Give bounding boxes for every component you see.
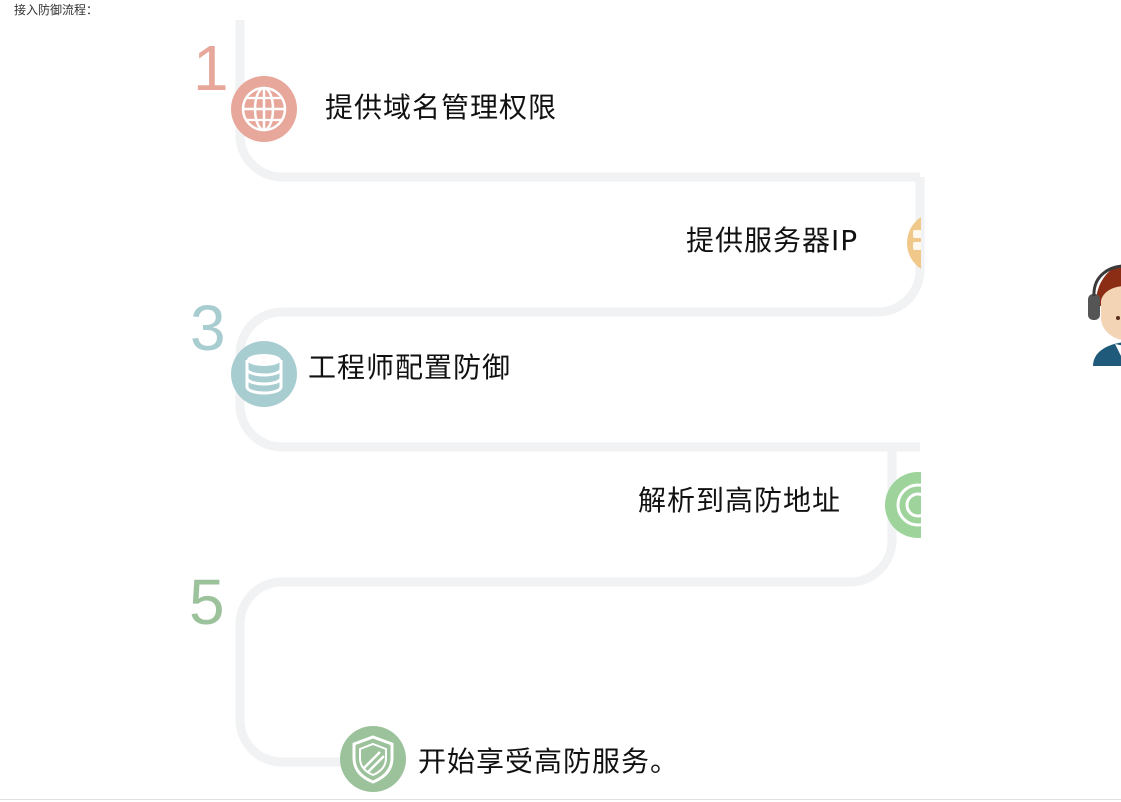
page-title: 接入防御流程： [14,3,99,17]
step-4-label: 解析到高防地址 [638,484,842,517]
shield-icon [340,726,406,792]
globe-icon [231,76,297,142]
page-bottom-border [0,799,1121,800]
step-1-label: 提供域名管理权限 [325,91,558,124]
step-5-number: 5 [189,566,225,638]
target-icon [885,472,921,538]
database-icon [231,341,297,407]
step-2-label: 提供服务器IP [686,224,859,257]
server-icon [907,217,921,269]
customer-service-avatar-icon [1088,264,1121,366]
step-5-label: 开始享受高防服务。 [418,745,680,778]
step-3-label: 工程师配置防御 [308,351,512,384]
step-3-number: 3 [190,292,226,364]
step-1-number: 1 [193,32,229,104]
